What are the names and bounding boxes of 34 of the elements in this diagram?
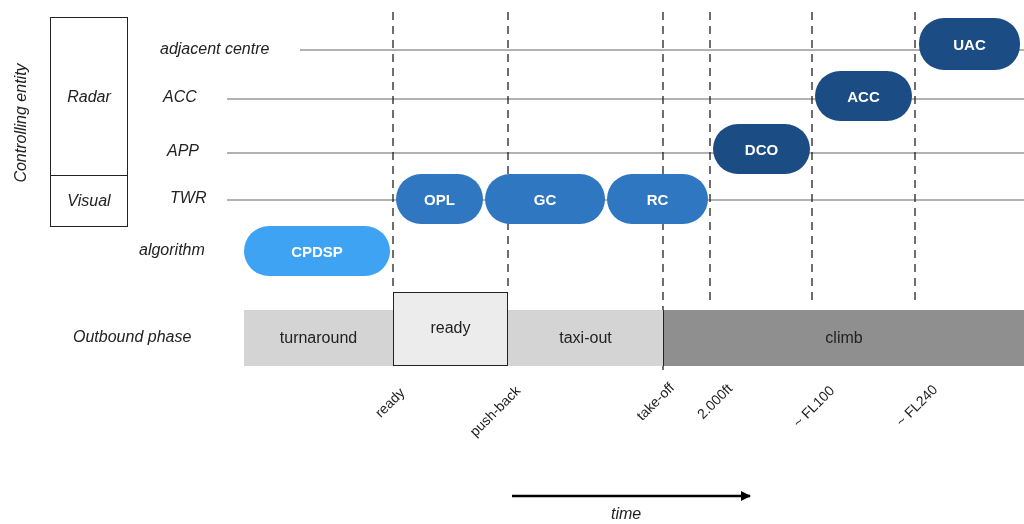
pill-label: ACC xyxy=(847,87,880,105)
lane-label: algorithm xyxy=(139,241,205,259)
lane-label: TWR xyxy=(170,189,207,207)
controller-pill xyxy=(396,174,483,224)
pill-label: UAC xyxy=(953,35,986,53)
axis-label: Controlling entity xyxy=(11,63,30,183)
entity-box xyxy=(50,175,128,227)
entity-label: Visual xyxy=(67,192,111,210)
axis-label: time xyxy=(611,505,642,523)
controller-pill xyxy=(607,174,708,224)
pill-label: RC xyxy=(646,190,669,208)
pill-label: CPDSP xyxy=(291,242,343,260)
phase-bar xyxy=(508,310,663,366)
phase-label: climb xyxy=(825,329,863,347)
controller-pill xyxy=(815,71,912,121)
entity-label: Radar xyxy=(67,87,111,106)
controller-pill xyxy=(919,18,1020,70)
entity-box xyxy=(50,17,128,176)
controller-pill xyxy=(713,124,810,174)
pill-label: OPL xyxy=(424,190,455,208)
phase-label: taxi-out xyxy=(559,329,612,347)
pill-label: DCO xyxy=(744,140,779,158)
phase-label: turnaround xyxy=(279,329,358,347)
lane-label: ACC xyxy=(163,88,197,106)
phase-box xyxy=(393,292,508,366)
phase-bar xyxy=(663,310,1024,366)
axis-label: Outbound phase xyxy=(73,328,192,346)
lane-label: adjacent centre xyxy=(160,40,270,58)
lane-label: APP xyxy=(167,142,199,160)
controller-pill xyxy=(244,226,390,276)
pill-label: GC xyxy=(533,190,557,208)
phase-bar xyxy=(244,310,393,366)
phase-label: ready xyxy=(430,319,471,337)
controller-pill xyxy=(485,174,605,224)
